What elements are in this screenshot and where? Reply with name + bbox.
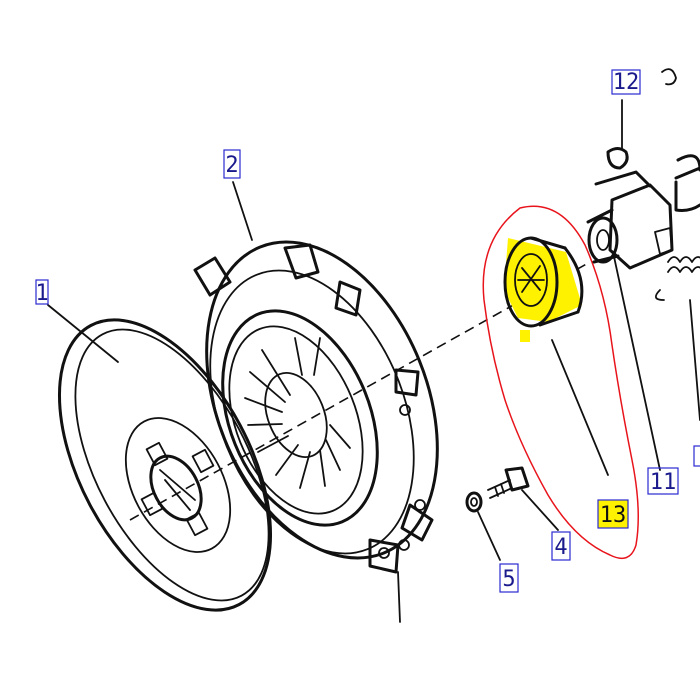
selection-outline — [482, 205, 639, 560]
callout-13: 13 — [597, 499, 629, 529]
clip-drawing — [606, 68, 677, 170]
leader-line-5 — [477, 511, 501, 561]
leader-line-13 — [551, 339, 609, 476]
bearing-sleeve-drawing — [503, 236, 584, 342]
callout-2: 2 — [223, 149, 241, 179]
release-fork-drawing — [654, 154, 700, 467]
callout-label-1: 1 — [35, 281, 48, 306]
callout-label-2: 2 — [225, 153, 238, 178]
callout-label-5: 5 — [502, 567, 515, 592]
callout-1: 1 — [35, 279, 49, 306]
leader-line-4 — [521, 489, 559, 531]
bolt-drawing — [487, 466, 530, 499]
leader-line-2 — [232, 181, 253, 241]
callout-5: 5 — [499, 563, 519, 593]
callout-label-13: 13 — [600, 503, 627, 528]
callout-11: 11 — [647, 467, 679, 495]
callout-label-12: 12 — [613, 70, 640, 95]
callout-label-11: 11 — [650, 470, 677, 495]
leader-line-1 — [47, 304, 119, 363]
washer-drawing — [465, 491, 483, 513]
pressure-plate-drawing — [193, 240, 439, 623]
callout-label-4: 4 — [554, 535, 567, 560]
release-bearing-drawing — [586, 170, 674, 471]
callout-12: 12 — [611, 69, 641, 95]
clutch-disc-drawing — [57, 318, 273, 612]
callout-4: 4 — [551, 531, 571, 561]
callout-13-highlight — [597, 499, 629, 529]
